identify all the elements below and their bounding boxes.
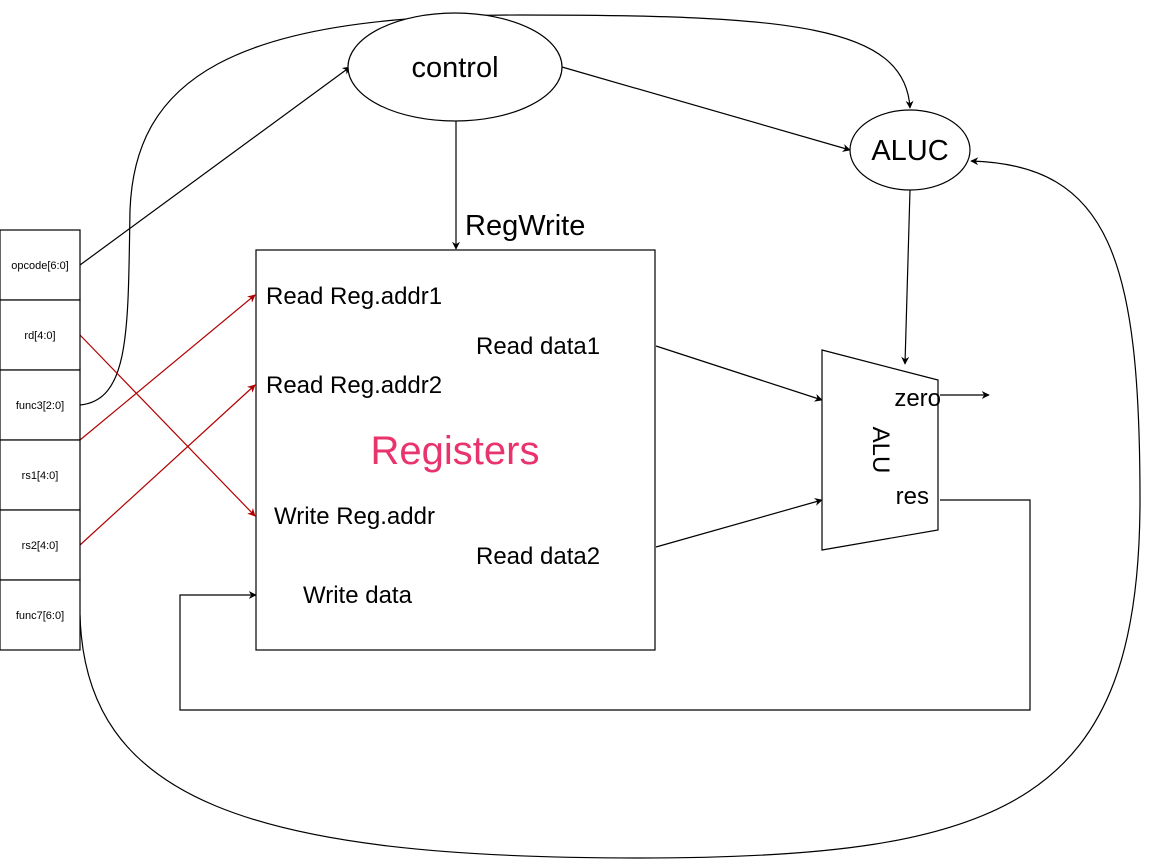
wire-readdata1-to-alu: [655, 345, 823, 402]
field-func7-label: func7[6:0]: [16, 610, 64, 622]
alu-block: zero res ALU: [821, 349, 941, 551]
write-data-label: Write data: [303, 582, 413, 609]
field-rd: rd[4:0]: [0, 299, 81, 371]
field-rs2-label: rs2[4:0]: [22, 540, 59, 552]
aluc-label: ALUC: [871, 135, 948, 167]
field-func3-label: func3[2:0]: [16, 400, 64, 412]
field-rs1-label: rs1[4:0]: [22, 470, 59, 482]
alu-zero-label: zero: [894, 385, 941, 412]
write-addr-label: Write Reg.addr: [274, 503, 435, 530]
registers-title: Registers: [371, 429, 540, 473]
wire-opcode-to-control: [79, 66, 351, 266]
control-label: control: [411, 52, 498, 84]
field-rs1: rs1[4:0]: [0, 439, 81, 511]
alu-res-label: res: [896, 483, 929, 510]
wire-func7-to-aluc: [79, 157, 1141, 859]
aluc-node: ALUC: [849, 109, 971, 191]
wire-control-to-aluc: [561, 66, 851, 152]
read-data2-label: Read data2: [476, 543, 600, 570]
alu-label: ALU: [867, 427, 894, 474]
wire-res-to-writedata: [179, 499, 1031, 711]
field-func3: func3[2:0]: [0, 369, 81, 441]
field-rs2: rs2[4:0]: [0, 509, 81, 581]
field-opcode-label: opcode[6:0]: [11, 260, 69, 272]
wire-rd-to-writeaddr: [79, 334, 256, 517]
instruction-fields: opcode[6:0] rd[4:0] func3[2:0] rs1[4:0] …: [0, 229, 81, 651]
wire-aluc-to-alu: [901, 189, 911, 365]
wire-rs1-to-readaddr1: [79, 294, 256, 441]
wire-readdata2-to-alu: [655, 498, 823, 548]
regwrite-label: RegWrite: [465, 210, 585, 242]
wires: [79, 14, 1141, 859]
wire-rs2-to-readaddr2: [79, 384, 256, 546]
field-opcode: opcode[6:0]: [0, 229, 81, 301]
read-addr2-label: Read Reg.addr2: [266, 372, 442, 399]
registers-block: Read Reg.addr1 Read Reg.addr2 Read data1…: [255, 249, 656, 651]
field-rd-label: rd[4:0]: [24, 330, 55, 342]
read-data1-label: Read data1: [476, 333, 600, 360]
field-func7: func7[6:0]: [0, 579, 81, 651]
wire-func3-to-aluc: [79, 14, 914, 406]
read-addr1-label: Read Reg.addr1: [266, 283, 442, 310]
control-node: control: [347, 12, 563, 122]
